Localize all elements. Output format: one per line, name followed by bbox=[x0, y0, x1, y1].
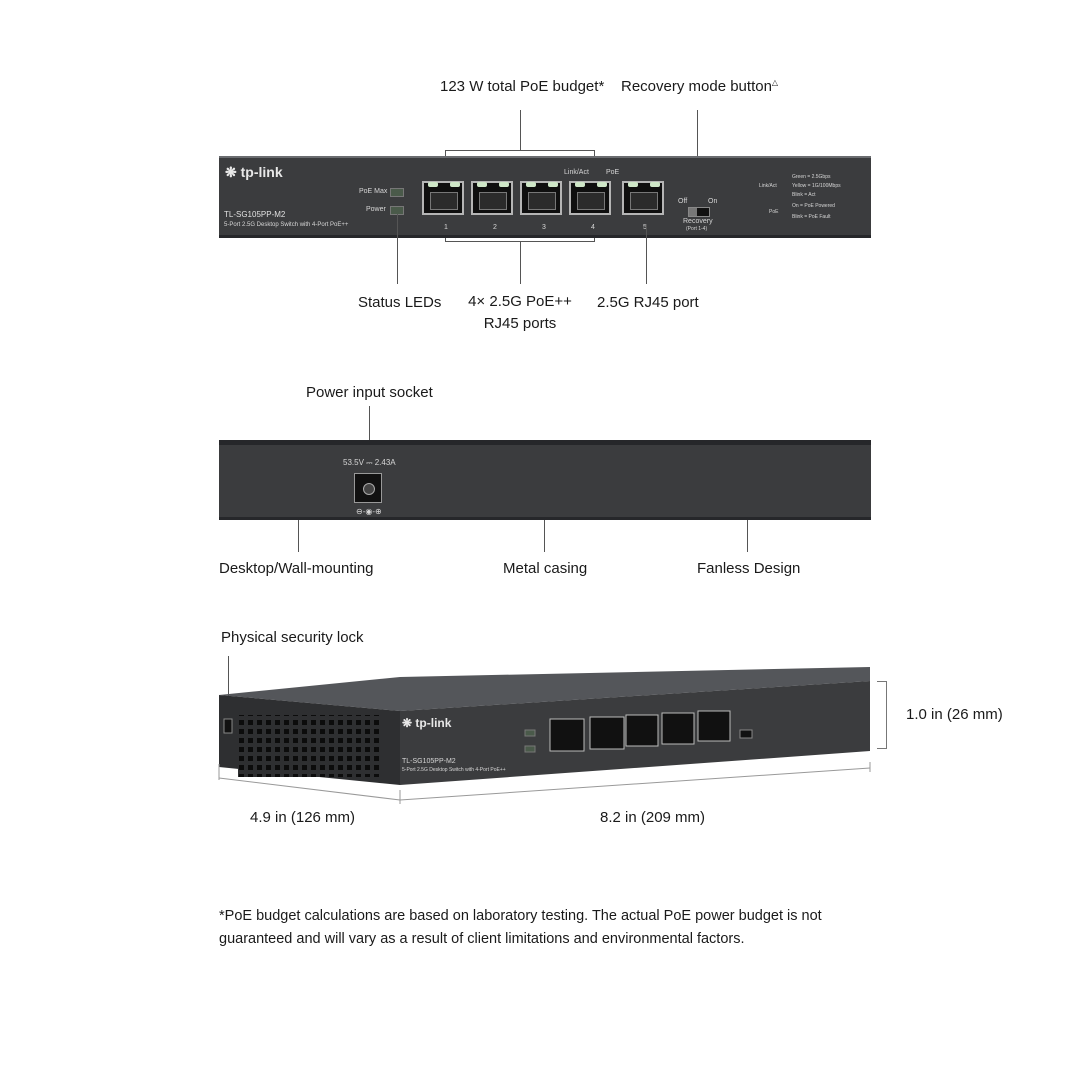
casing-leader bbox=[544, 520, 545, 552]
poe-budget-leader bbox=[520, 110, 521, 150]
model-label: TL-SG105PP-M2 bbox=[224, 210, 286, 219]
recovery-ports-label: (Port 1-4) bbox=[686, 226, 708, 232]
p-tp-link-icon: ❋ bbox=[402, 716, 413, 730]
chassis-top bbox=[219, 667, 870, 711]
p-model-label: TL-SG105PP-M2 bbox=[402, 758, 456, 765]
footnote-line-2: guaranteed and will vary as a result of … bbox=[219, 931, 745, 947]
p-poe-max-led bbox=[524, 729, 536, 737]
model-description: 5-Port 2.5G Desktop Switch with 4-Port P… bbox=[224, 222, 349, 228]
poe-budget-callout: 123 W total PoE budget* bbox=[440, 78, 605, 95]
mounting-callout: Desktop/Wall-mounting bbox=[219, 560, 374, 577]
legend-poe: PoE bbox=[769, 209, 779, 215]
legend-blink-fault: Blink = PoE Fault bbox=[792, 214, 831, 220]
power-input-socket[interactable] bbox=[354, 473, 382, 503]
brand-logo: ❋ tp-link bbox=[225, 164, 283, 181]
status-leds-leader bbox=[397, 214, 398, 284]
width-line bbox=[399, 767, 871, 801]
recovery-button-callout: Recovery mode button△ bbox=[621, 78, 778, 95]
depth-callout: 4.9 in (126 mm) bbox=[250, 809, 356, 826]
port-number-3: 3 bbox=[542, 224, 546, 231]
poe-footnote: *PoE budget calculations are based on la… bbox=[219, 905, 859, 951]
depth-line bbox=[218, 777, 401, 801]
poe-ports-callout: 4× 2.5G PoE++ RJ45 ports bbox=[450, 291, 590, 335]
led-poe-max-label: PoE Max bbox=[359, 188, 388, 195]
rj45-port-2[interactable] bbox=[471, 181, 513, 215]
legend-green: Green = 2.5Gbps bbox=[792, 174, 831, 180]
poe-ports-line2: RJ45 ports bbox=[483, 315, 557, 332]
legend-yellow: Yellow = 1G/100Mbps bbox=[792, 183, 841, 189]
power-rating: 53.5V ⎓ 2.43A bbox=[343, 458, 396, 467]
poe-max-led bbox=[390, 188, 404, 197]
switch-off-label: Off bbox=[678, 198, 688, 205]
brand-name: tp-link bbox=[240, 164, 283, 180]
p-port-4[interactable] bbox=[661, 712, 695, 745]
height-callout: 1.0 in (26 mm) bbox=[906, 706, 1003, 723]
security-lock-leader bbox=[228, 656, 229, 696]
led-power-label: Power bbox=[366, 206, 386, 213]
switch-perspective-svg bbox=[219, 667, 870, 785]
footnote-line-1: *PoE budget calculations are based on la… bbox=[219, 908, 822, 924]
rj45-port-callout: 2.5G RJ45 port bbox=[597, 294, 699, 311]
recovery-label: Recovery bbox=[683, 218, 713, 225]
rj45-port-4[interactable] bbox=[569, 181, 611, 215]
fanless-leader bbox=[747, 520, 748, 552]
perspective-ports bbox=[549, 710, 731, 752]
poe-ports-line1: 4× 2.5G PoE++ bbox=[468, 293, 572, 310]
security-lock-callout: Physical security lock bbox=[221, 629, 364, 646]
p-recovery-switch[interactable] bbox=[739, 729, 753, 739]
vent-holes bbox=[238, 715, 383, 777]
fanless-callout: Fanless Design bbox=[697, 560, 801, 577]
rj45-port-leader bbox=[646, 225, 647, 284]
p-port-2[interactable] bbox=[589, 716, 625, 750]
port-number-5: 5 bbox=[643, 224, 647, 231]
switch-on-label: On bbox=[708, 198, 718, 205]
p-brand-logo: ❋ tp-link bbox=[402, 716, 451, 730]
rj45-port-5[interactable] bbox=[622, 181, 664, 215]
back-panel: 53.5V ⎓ 2.43A ⊖-◉-⊕ bbox=[219, 440, 871, 520]
dimension-lines-svg bbox=[218, 762, 871, 804]
recovery-mode-switch[interactable] bbox=[688, 207, 710, 217]
p-brand-name: tp-link bbox=[415, 716, 452, 730]
polarity-symbol: ⊖-◉-⊕ bbox=[356, 507, 382, 516]
front-panel: ❋ tp-link TL-SG105PP-M2 5-Port 2.5G Desk… bbox=[219, 156, 871, 238]
casing-callout: Metal casing bbox=[503, 560, 588, 577]
p-port-1[interactable] bbox=[549, 718, 585, 752]
p-port-5[interactable] bbox=[697, 710, 731, 742]
port-number-4: 4 bbox=[591, 224, 595, 231]
legend-blink: Blink = Act bbox=[792, 192, 816, 198]
recovery-button-label: Recovery mode button bbox=[621, 78, 772, 95]
rj45-port-1[interactable] bbox=[422, 181, 464, 215]
mounting-leader bbox=[298, 520, 299, 552]
port-number-2: 2 bbox=[493, 224, 497, 231]
security-lock-slot[interactable] bbox=[223, 718, 233, 734]
p-model-description: 5-Port 2.5G Desktop Switch with 4-Port P… bbox=[402, 767, 506, 773]
legend-on: On = PoE Powered bbox=[792, 203, 835, 209]
port-number-1: 1 bbox=[444, 224, 448, 231]
rj45-port-3[interactable] bbox=[520, 181, 562, 215]
p-power-led bbox=[524, 745, 536, 753]
height-bracket bbox=[877, 681, 887, 749]
poe-ports-leader bbox=[520, 242, 521, 284]
poe-label: PoE bbox=[606, 169, 620, 176]
legend-linkact: Link/Act bbox=[759, 183, 777, 189]
status-leds-callout: Status LEDs bbox=[358, 294, 442, 311]
power-socket-callout: Power input socket bbox=[306, 384, 433, 401]
p-port-3[interactable] bbox=[625, 714, 659, 747]
tp-link-icon: ❋ bbox=[225, 164, 237, 180]
recovery-warning-mark: △ bbox=[771, 78, 779, 87]
width-callout: 8.2 in (209 mm) bbox=[600, 809, 706, 826]
link-act-label: Link/Act bbox=[564, 169, 589, 176]
